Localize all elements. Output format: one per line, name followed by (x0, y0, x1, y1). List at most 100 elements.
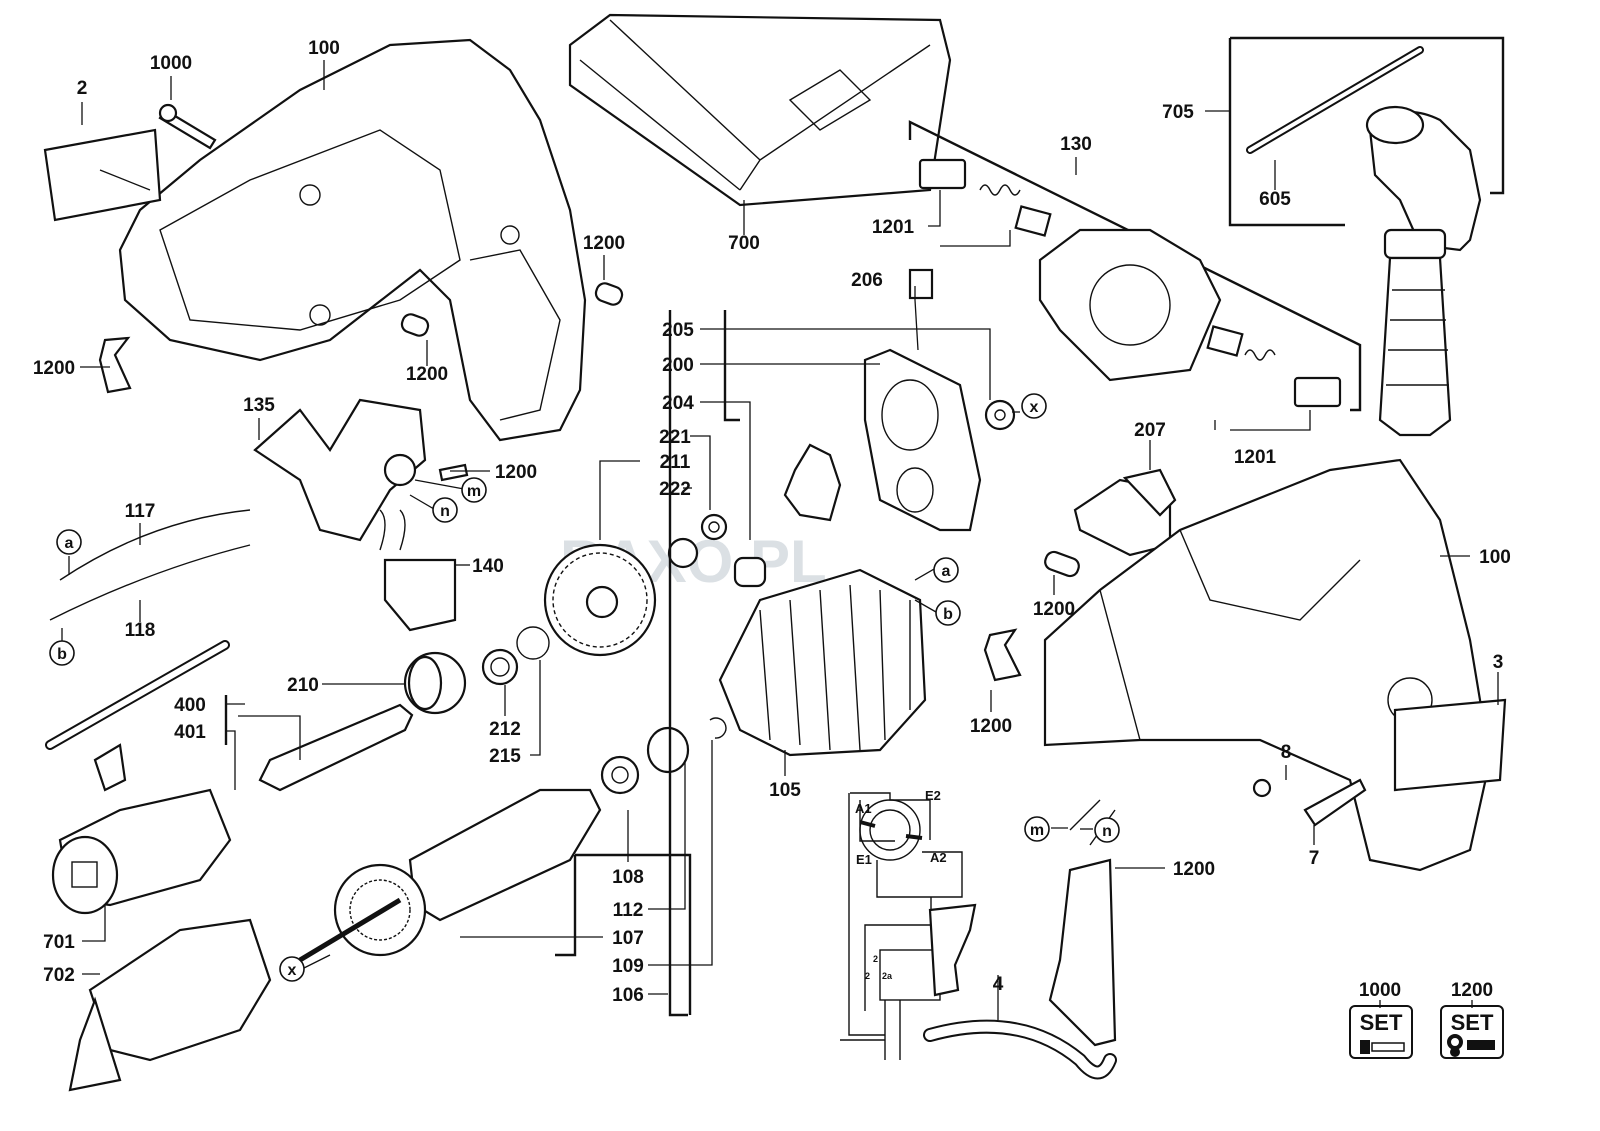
bracket-108 (575, 853, 692, 1015)
leader-line (914, 599, 937, 613)
stator-105 (718, 568, 927, 757)
part-number-label: 1200 (406, 364, 448, 385)
label-plate-3 (1393, 698, 1507, 792)
set-badge-text: SET (1451, 1010, 1494, 1035)
part-number-label: b (943, 606, 953, 623)
part-number-label: 140 (472, 556, 504, 577)
part-number-label: 130 (1060, 134, 1092, 155)
circuit-label-e2: E2 (925, 788, 941, 803)
leader-line (409, 494, 435, 510)
part-number-label: x (1030, 399, 1039, 416)
part-number-label: 211 (660, 452, 691, 473)
bracket-107 (555, 855, 577, 957)
circuit-label-t2b: 2 (865, 971, 870, 981)
callout-circle (935, 600, 961, 626)
part-number-label: 705 (1162, 102, 1194, 123)
leader-line (1214, 410, 1311, 431)
part-number-label: 1200 (1173, 859, 1215, 880)
leader-line (648, 740, 713, 966)
part-number-label: 1201 (872, 217, 915, 238)
set-badge-1200: SET (1440, 1005, 1504, 1059)
leader-line (226, 730, 236, 790)
leader-line (700, 401, 751, 540)
callout-circle (432, 497, 458, 523)
part-number-label: 1200 (1451, 980, 1493, 1001)
leader-line (690, 435, 711, 510)
part-number-label: 135 (243, 395, 275, 416)
part-number-label: 207 (1134, 420, 1166, 441)
leader-line (81, 102, 151, 191)
bracket-200 (723, 310, 740, 422)
part-number-label: 605 (1259, 189, 1291, 210)
carry-case (568, 13, 952, 207)
part-number-label: b (57, 646, 67, 663)
part-number-label: 212 (489, 719, 521, 740)
part-number-label: 401 (174, 722, 206, 743)
circuit-label-a2: A2 (930, 850, 947, 865)
set-badge-1000: SET (1349, 1005, 1413, 1059)
leader-line (530, 660, 541, 756)
part-number-label: 206 (851, 270, 883, 291)
armature-107 (298, 788, 602, 963)
callout-circle (279, 956, 305, 982)
callout-circle (933, 557, 959, 583)
part-number-label: 112 (613, 900, 644, 921)
part-number-label: a (942, 563, 951, 580)
part-number-label: 700 (728, 233, 760, 254)
callout-circle (1024, 816, 1050, 842)
housing-half-right (1043, 458, 1507, 872)
part-number-label: 7 (1309, 848, 1320, 869)
auxiliary-handle (1365, 105, 1482, 437)
leader-line (648, 760, 686, 910)
leader-line (82, 905, 106, 942)
label-plate-2 (43, 128, 162, 222)
part-number-label: 107 (612, 928, 644, 949)
part-number-label: 109 (612, 956, 644, 977)
part-number-label: n (1102, 823, 1112, 840)
part-number-label: 215 (489, 746, 521, 767)
part-number-label: 105 (769, 780, 801, 801)
part-number-label: 205 (662, 320, 694, 341)
part-number-label: 701 (43, 932, 75, 953)
capacitor-140 (383, 558, 457, 632)
part-number-label: 108 (612, 867, 644, 888)
part-number-label: 2 (77, 78, 88, 99)
callout-circle (1021, 393, 1047, 419)
part-number-label: 3 (1493, 652, 1504, 673)
part-number-label: 100 (308, 38, 340, 59)
leader-line (414, 479, 465, 490)
chuck-701 (51, 788, 232, 915)
leader-line (226, 703, 301, 760)
part-number-label: 1200 (583, 233, 625, 254)
part-number-label: 200 (662, 355, 694, 376)
circuit-label-a1: A1 (855, 801, 872, 816)
part-number-label: 100 (1479, 547, 1511, 568)
leader-line (914, 286, 919, 351)
chuck-702 (68, 918, 272, 1092)
callout-circle (1094, 817, 1120, 843)
part-number-label: 702 (43, 965, 75, 986)
brush-holder (918, 158, 1342, 408)
bracket-106 (668, 310, 688, 1017)
housing-half-left (118, 38, 587, 442)
part-number-label: x (288, 962, 297, 979)
bearing-plate (783, 348, 1016, 532)
circuit-label-e1: E1 (856, 852, 872, 867)
callout-circle (49, 640, 75, 666)
part-number-label: 1200 (970, 716, 1012, 737)
leader-line (599, 460, 640, 540)
circuit-label-t2a: 2a (882, 971, 893, 981)
part-number-label: 8 (1281, 742, 1292, 763)
part-number-label: 221 (659, 427, 691, 448)
wiring-diagram (840, 792, 977, 1060)
callout-circle (461, 477, 487, 503)
part-number-label: 1201 (1234, 447, 1277, 468)
part-number-label: 1200 (33, 358, 75, 379)
callout-circle (56, 529, 82, 555)
part-number-label: m (467, 483, 481, 500)
part-number-label: 118 (125, 620, 156, 641)
spring-clip-206 (908, 268, 934, 300)
leader-line (700, 328, 991, 400)
